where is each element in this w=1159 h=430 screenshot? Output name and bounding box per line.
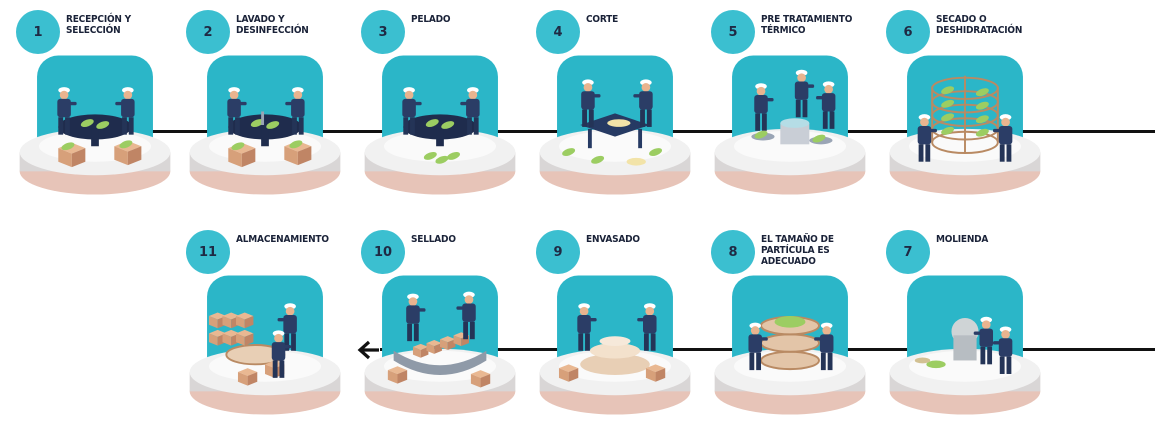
step-label: ALMACENAMIENTO — [236, 234, 348, 245]
step-number-badge: 8 — [711, 230, 755, 274]
thermal-pretreatment-scene-icon — [705, 40, 875, 210]
process-step-5: 5 PRE TRATAMIENTO TÉRMICO — [705, 4, 875, 209]
process-step-1: 1 RECEPCIÓN Y SELECCIÓN — [10, 4, 180, 209]
step-label: ENVASADO — [586, 234, 698, 245]
process-step-2: 2 LAVADO Y DESINFECCIÓN — [180, 4, 350, 209]
step-label: SECADO O DESHIDRATACIÓN — [936, 14, 1048, 36]
sieving-scene-icon — [705, 260, 875, 430]
process-step-10: 10 SELLADO — [355, 224, 525, 429]
step-label: LAVADO Y DESINFECCIÓN — [236, 14, 348, 36]
step-number-badge: 1 — [16, 10, 60, 54]
step-number-badge: 4 — [536, 10, 580, 54]
process-step-11: 11 ALMACENAMIENTO — [180, 224, 350, 429]
step-label: PELADO — [411, 14, 523, 25]
step-label: CORTE — [586, 14, 698, 25]
washing-scene-icon — [180, 40, 350, 210]
peeling-scene-icon — [355, 40, 525, 210]
step-number-badge: 6 — [886, 10, 930, 54]
process-step-4: 4 CORTE — [530, 4, 700, 209]
step-number-badge: 7 — [886, 230, 930, 274]
step-number-badge: 10 — [361, 230, 405, 274]
step-label: MOLIENDA — [936, 234, 1048, 245]
reception-scene-icon — [10, 40, 180, 210]
step-label: RECEPCIÓN Y SELECCIÓN — [66, 14, 178, 36]
step-number-badge: 3 — [361, 10, 405, 54]
process-step-9: 9 ENVASADO — [530, 224, 700, 429]
step-label: SELLADO — [411, 234, 523, 245]
drying-rack-scene-icon — [880, 40, 1050, 210]
cutting-scene-icon — [530, 40, 700, 210]
grinding-mill-scene-icon — [880, 260, 1050, 430]
step-number-badge: 11 — [186, 230, 230, 274]
step-number-badge: 9 — [536, 230, 580, 274]
step-number-badge: 2 — [186, 10, 230, 54]
step-number-badge: 5 — [711, 10, 755, 54]
step-label: EL TAMAÑO DE PARTÍCULA ES ADECUADO — [761, 234, 873, 267]
process-step-3: 3 PELADO — [355, 4, 525, 209]
sealing-conveyor-scene-icon — [355, 260, 525, 430]
process-step-7: 7 MOLIENDA — [880, 224, 1050, 429]
packaging-scene-icon — [530, 260, 700, 430]
process-step-6: 6 SECADO O DESHIDRATACIÓN — [880, 4, 1050, 209]
step-label: PRE TRATAMIENTO TÉRMICO — [761, 14, 873, 36]
storage-boxes-scene-icon — [180, 260, 350, 430]
